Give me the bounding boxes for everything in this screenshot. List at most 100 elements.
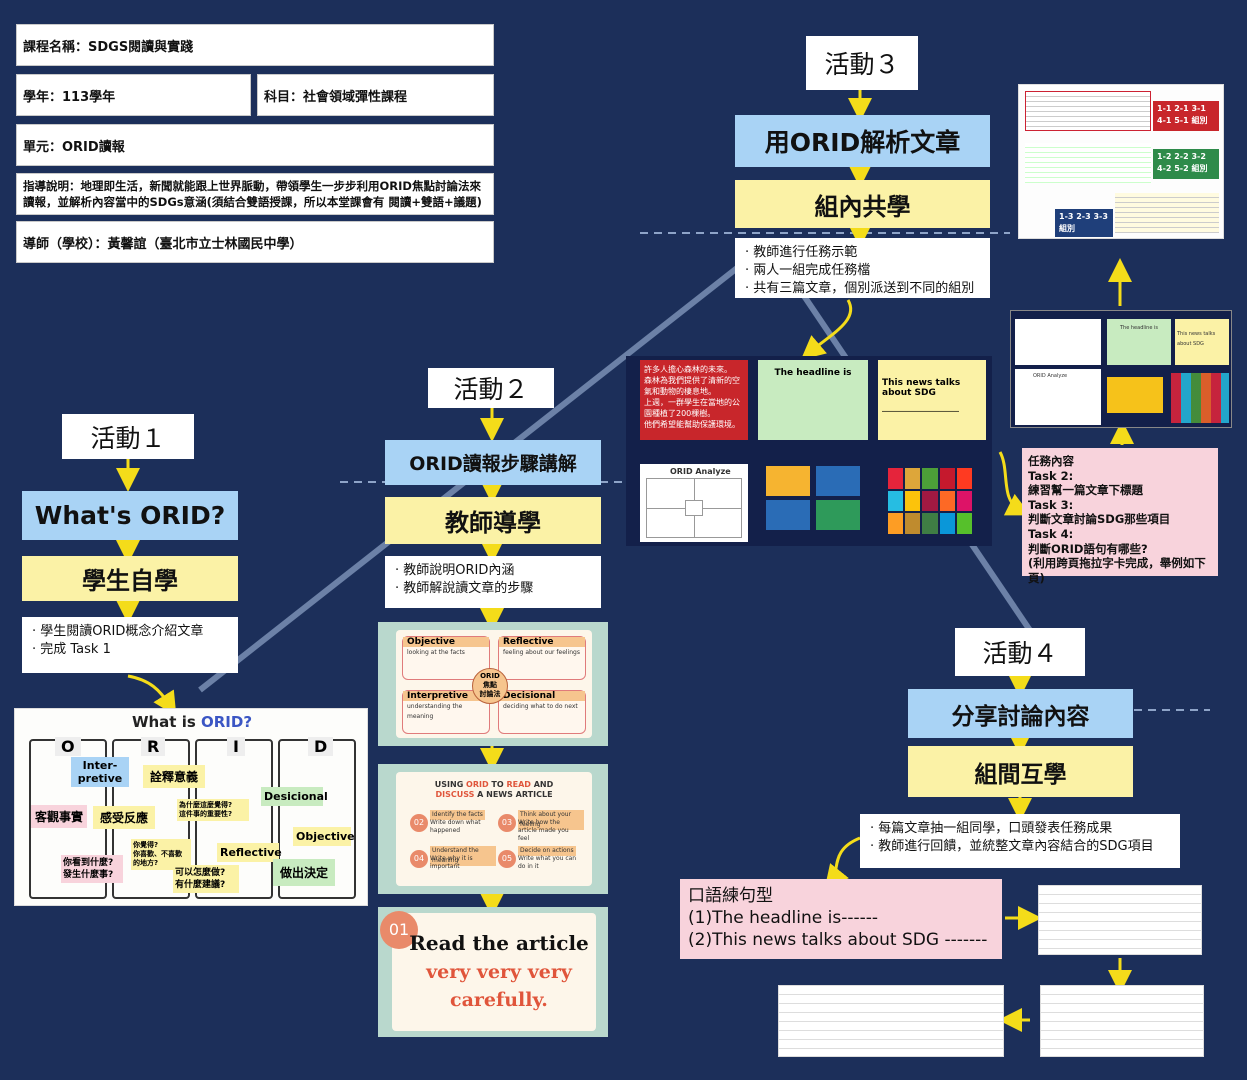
note-objective: Objective <box>293 827 355 846</box>
quad-objective: Objective looking at the facts <box>402 636 490 680</box>
orid-letter-r: R <box>141 737 166 756</box>
speech-line-1: (1)The headline is------ <box>688 908 879 928</box>
news-sdg-card: This news talks about SDG ______________… <box>878 360 986 440</box>
sdg-icon <box>939 468 955 489</box>
activity-2-label: 活動２ <box>428 368 554 408</box>
activity-1-label: 活動１ <box>62 414 194 459</box>
step-head: Identify the facts <box>430 810 485 820</box>
step-head: Decide on actions <box>518 846 576 856</box>
note-why: 為什麼這麼覺得? 這件事的重要性? <box>177 799 249 821</box>
note-decision: 做出決定 <box>273 859 335 886</box>
step-number: 02 <box>410 814 428 832</box>
step-number: 05 <box>498 850 516 868</box>
group-badge-2: 1-2 2-2 3-2 4-2 5-2 組別 <box>1153 149 1219 179</box>
reading-steps-slide: USING ORID TO READ AND DISCUSS A NEWS AR… <box>378 764 608 894</box>
step-body: Write why it is important <box>430 855 473 870</box>
orid-quadrant-slide: Objective looking at the facts Reflectiv… <box>378 622 608 746</box>
orid-letter-o: O <box>55 737 81 756</box>
orid-letter-i: I <box>227 737 245 756</box>
orid-sticky-2 <box>816 466 860 496</box>
group-badge-3: 1-3 2-3 3-3 組別 <box>1055 209 1113 237</box>
sdg-icon <box>922 513 938 534</box>
thumb-yellow <box>1107 377 1163 413</box>
quad-reflective: Reflective feeling about our feelings <box>498 636 586 680</box>
activity-3-mode: 組內共學 <box>735 180 990 228</box>
thumb-news: This news talks about SDG <box>1175 319 1229 365</box>
title-part: A NEWS ARTICLE <box>474 790 553 799</box>
activity-4-label: 活動４ <box>955 628 1085 676</box>
slide-line-1: Read the article <box>409 931 589 955</box>
orid-sticky-3 <box>766 500 810 530</box>
activity-4-mode: 組間互學 <box>908 746 1133 797</box>
activity-4-title: 分享討論內容 <box>908 689 1133 738</box>
teacher: 導師（學校）：黃馨誼（臺北市立士林國民中學） <box>16 221 494 263</box>
step-body: Write what you can do in it <box>518 855 577 870</box>
quad-decisional-label: Decisional <box>499 691 585 701</box>
sdg-icon <box>888 468 904 489</box>
sdg-icon <box>888 490 904 512</box>
sdg-icon <box>905 468 921 489</box>
speech-title: 口語練句型 <box>688 886 773 906</box>
school-year: 學年：113學年 <box>16 74 251 116</box>
orid-sticky-4 <box>816 500 860 530</box>
quad-reflective-sub: feeling about our feelings <box>503 649 580 656</box>
quad-interpretive-label: Interpretive <box>403 691 489 701</box>
guide-text: 指導說明：地理即生活，新聞就能跟上世界脈動，帶領學生一步步利用ORID焦點討論法… <box>16 173 494 215</box>
step-number: 03 <box>498 814 516 832</box>
unit: 單元：ORID讀報 <box>16 124 494 166</box>
note-how: 可以怎麼做? 有什麼建議? <box>173 865 239 893</box>
title-part: TO <box>488 780 507 789</box>
sdg-table-3 <box>778 985 1004 1057</box>
slide-line-2: very very very <box>426 961 572 983</box>
quad-center: ORID 焦點 討論法 <box>472 668 508 704</box>
bullet: 完成 Task 1 <box>32 641 228 659</box>
group-assignment-preview: 1-1 2-1 3-1 4-1 5-1 組別 1-2 2-2 3-2 4-2 5… <box>1018 84 1224 239</box>
slide-line-3: carefully. <box>450 989 548 1011</box>
sdg-icon <box>939 513 955 534</box>
note-reflect-feeling: 感受反應 <box>93 806 155 829</box>
thumb-orid-title: ORID Analyze <box>1033 373 1068 379</box>
note-objective-fact: 客觀事實 <box>31 805 87 828</box>
quad-interpretive-sub: understanding the meaning <box>407 703 463 720</box>
quad-decisional: Decisional deciding what to do next <box>498 690 586 734</box>
step-02: 02 Identify the facts Write down what ha… <box>410 810 496 838</box>
quad-objective-label: Objective <box>403 637 489 647</box>
title-part: ORID <box>466 780 489 789</box>
sdg-table-2 <box>1040 985 1204 1057</box>
orid-analyze-title: ORID Analyze <box>670 467 731 476</box>
bullet: 兩人一組完成任務檔 <box>745 262 980 280</box>
activity-2-title: ORID讀報步驟講解 <box>385 440 601 485</box>
orid-concept-card: What is ORID? O R I D Inter- pretive 詮釋意… <box>14 708 368 906</box>
step-03: 03 Think about your feeling Write how th… <box>498 810 584 842</box>
bullet: 共有三篇文章，個別派送到不同的組別 <box>745 280 980 298</box>
step-body: Write down what happened <box>430 819 481 834</box>
title-part: AND <box>530 780 554 789</box>
task-thumbnail: The headline is This news talks about SD… <box>1010 310 1232 428</box>
title-part: DISCUSS <box>435 790 475 799</box>
activity-3-title: 用ORID解析文章 <box>735 115 990 167</box>
step-04: 04 Understand the meaning Write why it i… <box>410 846 496 874</box>
quad-objective-sub: looking at the facts <box>407 649 465 656</box>
activity-4-bullets: 每篇文章抽一組同學，口頭發表任務成果 教師進行回饋，並統整文章內容結合的SDG項… <box>860 814 1180 868</box>
activity-1-bullets: 學生閱讀ORID概念介紹文章 完成 Task 1 <box>22 617 238 673</box>
sdg-icon <box>922 468 938 489</box>
sdg-icon <box>888 513 904 534</box>
note-reflective: Reflective <box>217 843 282 862</box>
note-interpretive: Inter- pretive <box>71 757 129 787</box>
orid-card-title-prefix: What is <box>131 713 201 731</box>
thumb-orid: ORID Analyze <box>1015 369 1101 425</box>
orid-card-title-accent: ORID? <box>200 713 253 731</box>
activity-2-bullets: 教師說明ORID內涵 教師解說讀文章的步驟 <box>385 556 601 608</box>
sdg-icon <box>922 490 938 512</box>
activity-1-mode: 學生自學 <box>22 556 238 601</box>
speech-line-2: (2)This news talks about SDG ------- <box>688 930 988 950</box>
subject: 科目：社會領域彈性課程 <box>257 74 494 116</box>
news-sdg-blank: ______________________ <box>882 404 959 412</box>
step-head: Think about your feeling <box>518 810 584 830</box>
thumb-sdg <box>1171 373 1229 423</box>
activity-1-title: What's ORID? <box>22 491 238 540</box>
step-number: 04 <box>410 850 428 868</box>
speech-pattern: 口語練句型 (1)The headline is------ (2)This n… <box>680 879 1002 959</box>
orid-letter-d: D <box>308 737 334 756</box>
step-05: 05 Decide on actions Write what you can … <box>498 846 584 874</box>
